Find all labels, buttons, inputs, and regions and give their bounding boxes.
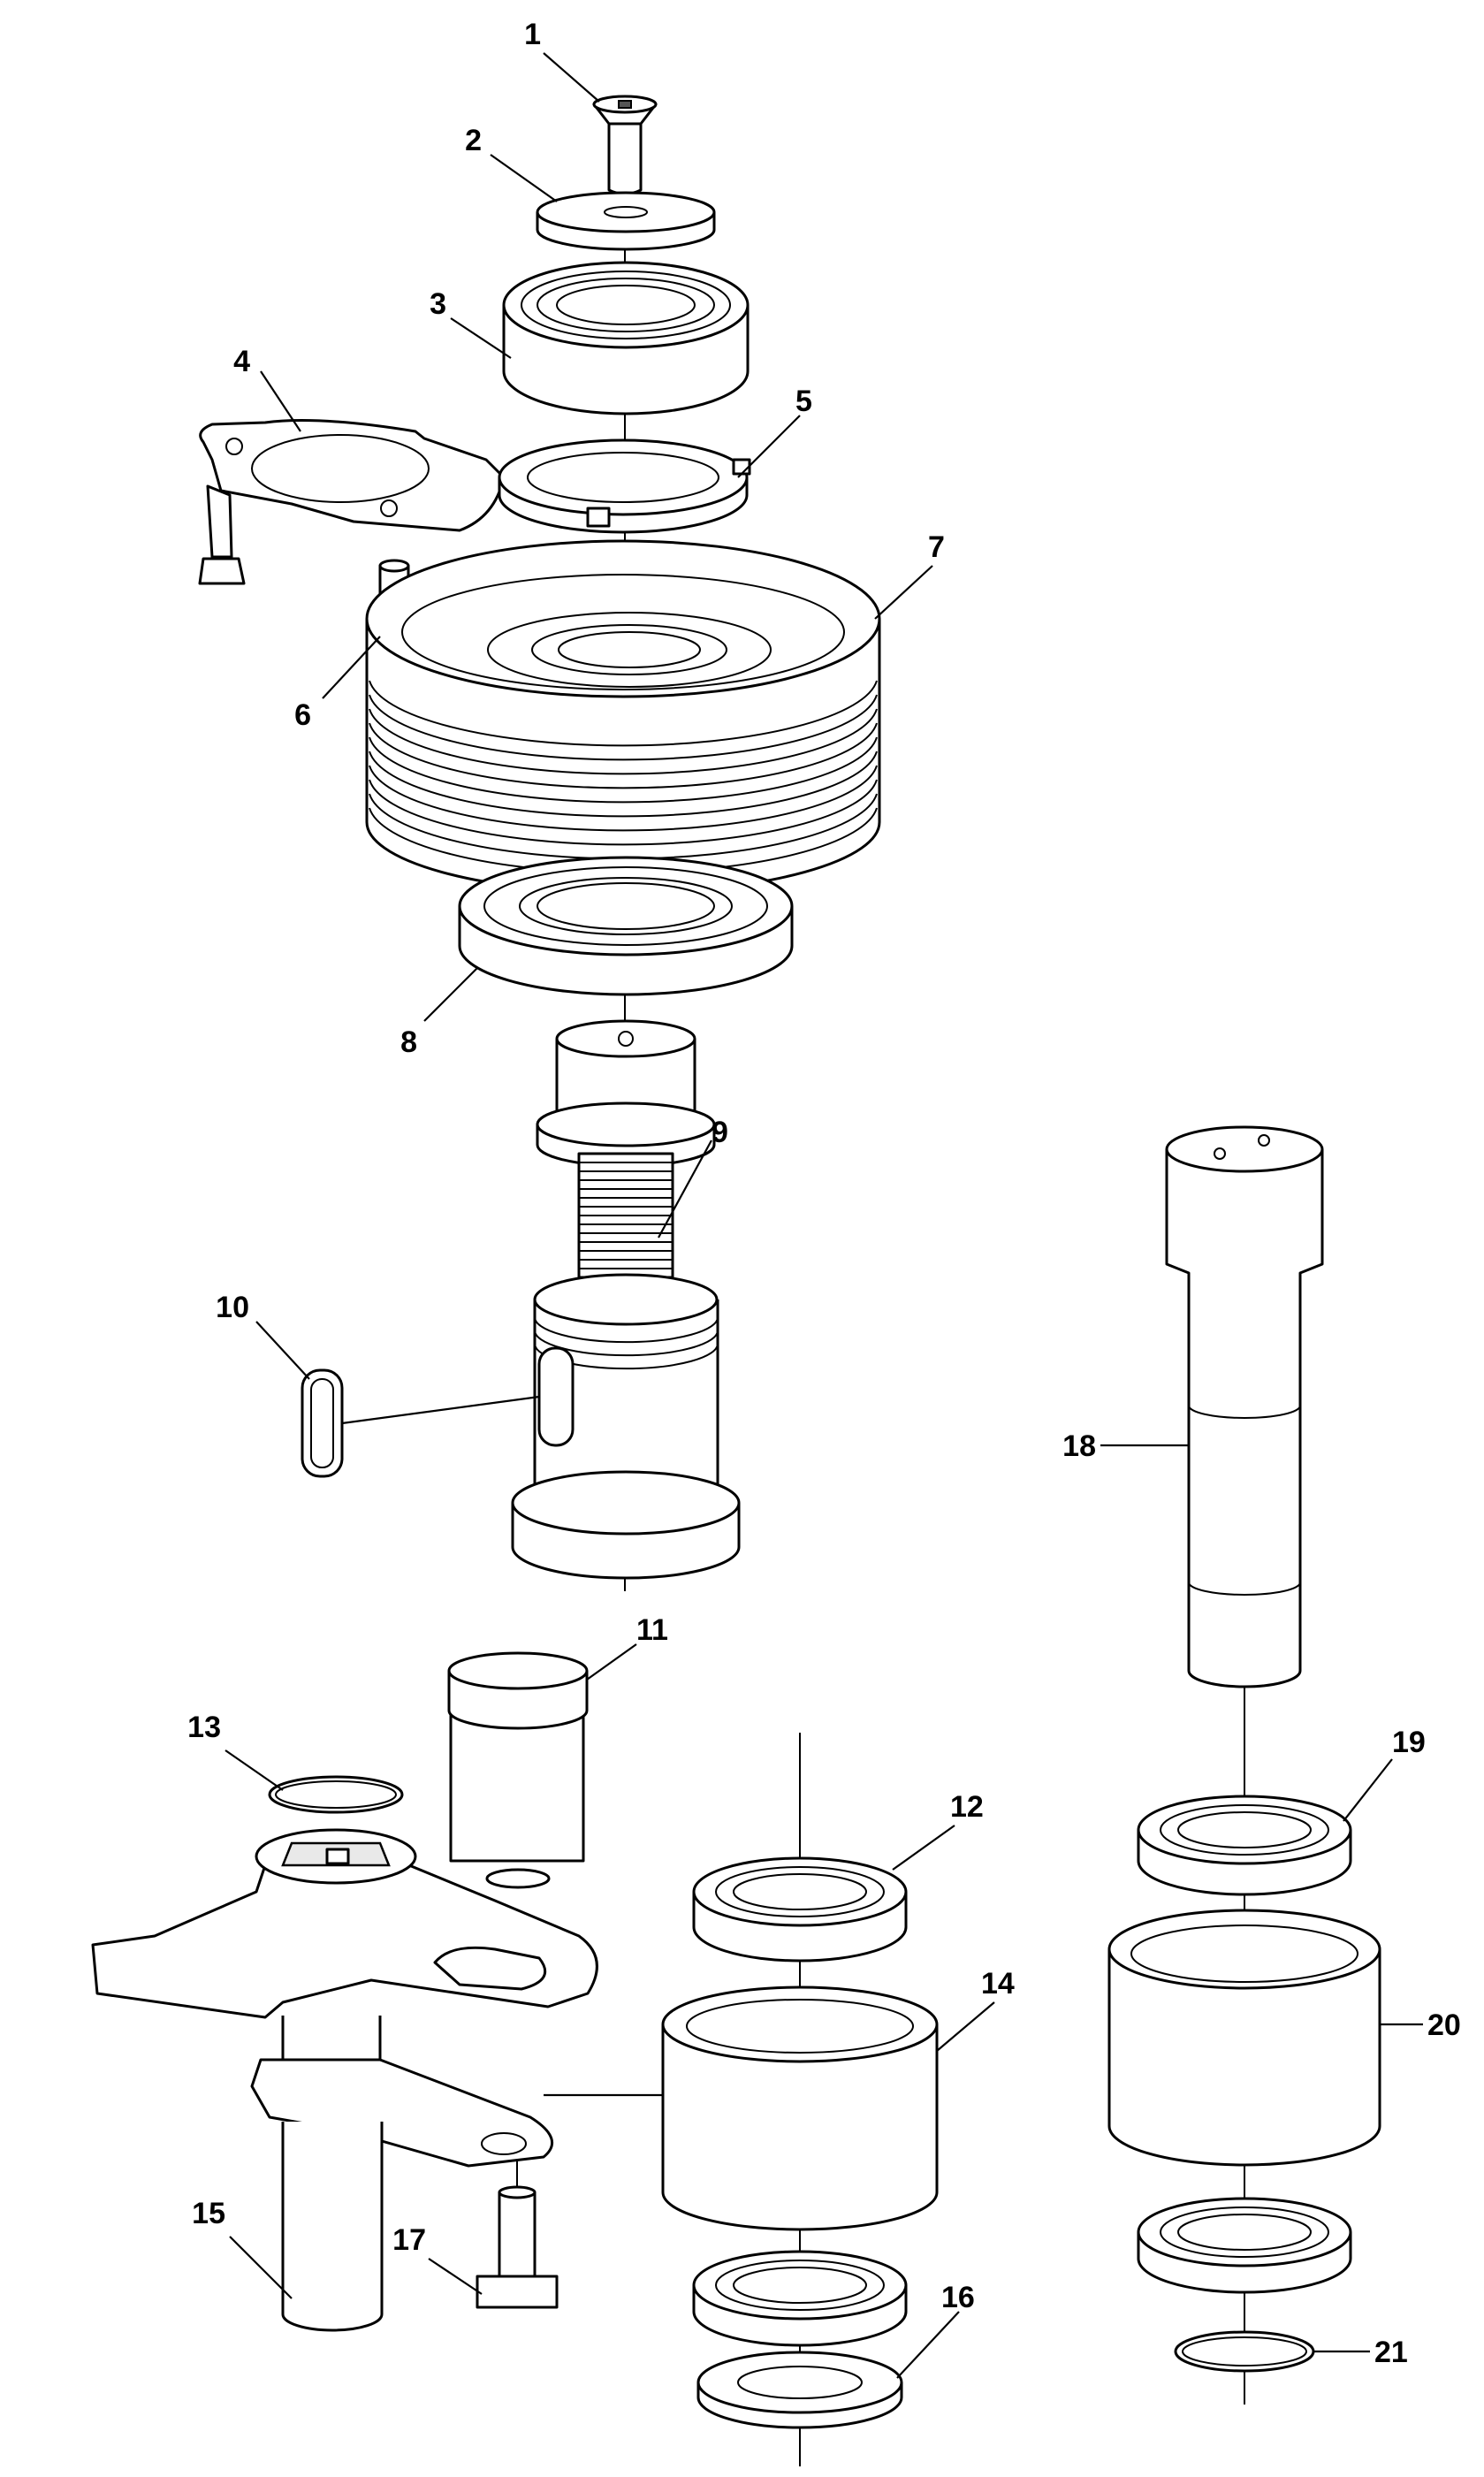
part-1-screw — [592, 95, 658, 195]
part-17-bolt — [476, 2185, 559, 2309]
lower-bearing-14 — [692, 2250, 908, 2347]
part-3-bearing — [502, 261, 750, 415]
part-2-washer — [536, 191, 716, 251]
part-9-threaded-shaft — [511, 1019, 741, 1580]
callout-1: 1 — [524, 18, 541, 51]
part-19-bearing — [1137, 1795, 1352, 1896]
callout-18: 18 — [1062, 1429, 1096, 1463]
callout-labels: 1 2 3 4 5 6 7 8 9 10 11 12 13 14 15 16 1… — [187, 18, 1461, 2369]
part-10-key — [301, 1368, 344, 1478]
part-5-spacer-ring — [498, 438, 751, 534]
shaft-threads — [579, 1162, 673, 1269]
part-7-grooved-pulley — [365, 539, 881, 895]
callout-12: 12 — [950, 1790, 984, 1824]
part-16-washer — [696, 2351, 903, 2429]
callout-7: 7 — [928, 530, 945, 564]
callout-19: 19 — [1392, 1726, 1426, 1759]
callout-13: 13 — [187, 1711, 221, 1744]
part-15-lever-arm — [91, 1828, 598, 2332]
callout-6: 6 — [294, 698, 311, 732]
callout-8: 8 — [400, 1025, 417, 1059]
part-18-shaft — [1165, 1125, 1324, 1688]
callout-20: 20 — [1427, 2008, 1461, 2042]
callout-5: 5 — [795, 385, 812, 418]
callout-17: 17 — [392, 2223, 426, 2257]
callout-11: 11 — [636, 1613, 668, 1647]
callout-9: 9 — [712, 1116, 728, 1149]
part-8-bearing — [458, 856, 794, 996]
part-11-bushing — [447, 1651, 589, 1889]
part-13-o-ring — [268, 1775, 404, 1814]
lower-bearing-20 — [1137, 2197, 1352, 2294]
callout-3: 3 — [430, 287, 446, 321]
part-14-housing — [661, 1985, 939, 2231]
leader-lines — [225, 52, 1423, 2379]
callout-21: 21 — [1374, 2336, 1408, 2369]
callout-4: 4 — [233, 345, 250, 378]
callout-14: 14 — [981, 1967, 1015, 2001]
callout-15: 15 — [192, 2197, 225, 2230]
part-12-bearing — [692, 1856, 908, 1963]
callout-16: 16 — [941, 2281, 975, 2314]
part-4-plate-bracket — [198, 419, 506, 585]
callout-10: 10 — [216, 1291, 249, 1324]
part-21-retaining-ring — [1174, 2330, 1315, 2373]
part-20-housing — [1107, 1909, 1381, 2167]
callout-2: 2 — [465, 124, 482, 157]
